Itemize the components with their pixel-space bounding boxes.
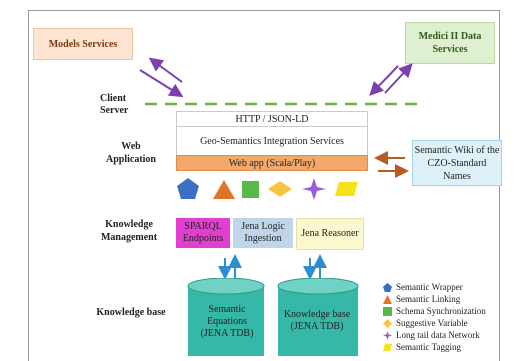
jena-logic-label: Jena Logic Ingestion bbox=[241, 221, 285, 244]
knowledge-base-cylinder bbox=[277, 278, 359, 356]
http-layer: HTTP / JSON-LD bbox=[176, 111, 368, 127]
square-icon bbox=[242, 181, 259, 198]
web-application-label: Web Application bbox=[105, 141, 156, 165]
jena-reasoner-label: Jena Reasoner bbox=[301, 228, 359, 239]
legend-item: Suggestive Variable bbox=[383, 318, 468, 328]
knowledge-base-label: Knowledge base bbox=[96, 307, 166, 318]
legend-item: Semantic Tagging bbox=[383, 342, 461, 352]
medici-services-label: Medici II Data Services bbox=[418, 31, 482, 55]
pentagon-icon bbox=[383, 282, 392, 292]
diamond-icon bbox=[268, 181, 292, 197]
models-up-arrow bbox=[148, 57, 183, 83]
sparql-box: SPARQL Endpoints bbox=[176, 218, 230, 248]
star-icon bbox=[383, 330, 392, 340]
server-label: Server bbox=[100, 105, 129, 116]
parallelogram-icon bbox=[335, 182, 358, 196]
legend-label: Semantic Linking bbox=[396, 294, 461, 304]
models-down-arrow bbox=[139, 69, 184, 98]
pentagon-icon bbox=[177, 178, 199, 199]
medici-down-arrow bbox=[369, 65, 399, 96]
legend-label: Suggestive Variable bbox=[396, 318, 468, 328]
legend-label: Semantic Wrapper bbox=[396, 282, 463, 292]
semantic-wiki-box: Semantic Wiki of the CZO-Standard Names bbox=[412, 140, 502, 186]
legend-item: Semantic Linking bbox=[383, 294, 460, 304]
models-services-box: Models Services bbox=[33, 28, 133, 60]
geo-semantics-layer: Geo-Semantics Integration Services bbox=[176, 126, 368, 156]
legend-label: Long tail data Network bbox=[396, 330, 480, 340]
client-label: Client bbox=[100, 93, 127, 104]
triangle-icon bbox=[383, 294, 392, 304]
diamond-icon bbox=[383, 318, 392, 328]
legend-item: Long tail data Network bbox=[383, 330, 480, 340]
models-services-label: Models Services bbox=[48, 38, 118, 50]
square-icon bbox=[383, 306, 392, 316]
medici-services-box: Medici II Data Services bbox=[405, 22, 495, 64]
services-shapes-row bbox=[177, 178, 358, 200]
jena-logic-box: Jena Logic Ingestion bbox=[233, 218, 293, 248]
sparql-label: SPARQL Endpoints bbox=[182, 221, 224, 244]
http-layer-label: HTTP / JSON-LD bbox=[235, 113, 309, 125]
knowledge-management-label: Knowledge Management bbox=[100, 219, 158, 243]
medici-up-arrow bbox=[384, 63, 413, 94]
legend-label: Schema Synchronization bbox=[396, 306, 486, 316]
webapp-label: Web app (Scala/Play) bbox=[228, 157, 316, 169]
semantic-equations-label: Semantic Equations (JENA TDB) bbox=[200, 304, 254, 339]
semantic-wiki-label: Semantic Wiki of the CZO-Standard Names bbox=[414, 144, 500, 182]
knowledge-base-db-label: Knowledge base (JENA TDB) bbox=[283, 309, 351, 332]
databases bbox=[187, 278, 359, 356]
geo-semantics-label: Geo-Semantics Integration Services bbox=[200, 135, 344, 147]
parallelogram-icon bbox=[383, 343, 392, 351]
legend-label: Semantic Tagging bbox=[396, 342, 461, 352]
star-icon bbox=[302, 178, 326, 200]
legend-item: Schema Synchronization bbox=[383, 306, 486, 316]
jena-reasoner-box: Jena Reasoner bbox=[296, 218, 364, 250]
semantic-equations-cylinder bbox=[187, 278, 265, 356]
legend-item: Semantic Wrapper bbox=[383, 282, 463, 292]
webapp-layer: Web app (Scala/Play) bbox=[176, 155, 368, 171]
triangle-icon bbox=[213, 180, 235, 199]
